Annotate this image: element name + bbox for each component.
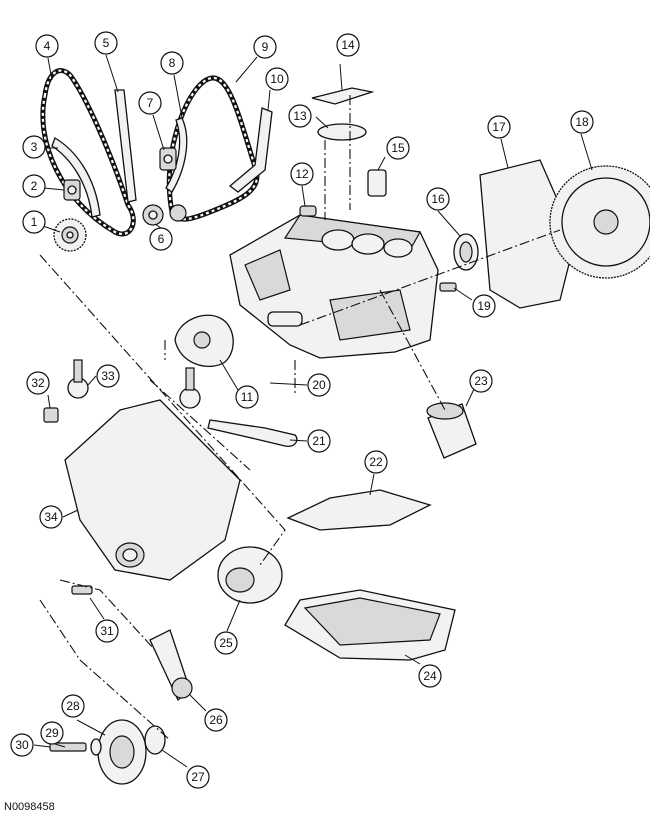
figure-id-label: N0098458: [4, 801, 55, 813]
svg-text:19: 19: [477, 299, 491, 313]
front-cover: [64, 399, 241, 581]
callout-17: 17: [487, 115, 511, 139]
svg-text:18: 18: [575, 115, 589, 129]
callout-32: 32: [26, 371, 50, 395]
svg-text:23: 23: [474, 374, 488, 388]
svg-text:2: 2: [31, 179, 38, 193]
callout-4: 4: [35, 34, 59, 58]
callout-18: 18: [570, 110, 594, 134]
svg-text:27: 27: [191, 770, 205, 784]
svg-text:17: 17: [492, 120, 506, 134]
callout-3: 3: [22, 135, 46, 159]
callout-34: 34: [39, 505, 63, 529]
svg-text:12: 12: [295, 167, 309, 181]
callout-7: 7: [138, 91, 162, 115]
svg-text:14: 14: [341, 38, 355, 52]
svg-text:22: 22: [369, 455, 383, 469]
cylinder-block: [174, 214, 439, 367]
callout-20: 20: [307, 373, 331, 397]
svg-text:8: 8: [169, 56, 176, 70]
svg-text:4: 4: [44, 39, 51, 53]
svg-text:13: 13: [293, 109, 307, 123]
svg-text:21: 21: [312, 434, 326, 448]
alternator: [217, 546, 283, 604]
callout-8: 8: [160, 51, 184, 75]
callout-28: 28: [61, 694, 85, 718]
svg-text:34: 34: [44, 510, 58, 524]
svg-text:30: 30: [15, 738, 29, 752]
callout-2: 2: [22, 174, 46, 198]
callout-24: 24: [418, 664, 442, 688]
svg-text:15: 15: [391, 141, 405, 155]
svg-text:26: 26: [209, 713, 223, 727]
callout-10: 10: [265, 67, 289, 91]
callout-21: 21: [307, 429, 331, 453]
callout-30: 30: [10, 733, 34, 757]
svg-text:28: 28: [66, 699, 80, 713]
callout-12: 12: [290, 162, 314, 186]
flywheel: [549, 165, 650, 279]
svg-text:10: 10: [270, 72, 284, 86]
svg-text:20: 20: [312, 378, 326, 392]
callout-9: 9: [253, 35, 277, 59]
callout-33: 33: [96, 364, 120, 388]
callout-16: 16: [426, 187, 450, 211]
callout-29: 29: [40, 721, 64, 745]
svg-text:7: 7: [147, 96, 154, 110]
svg-text:25: 25: [219, 636, 233, 650]
svg-text:16: 16: [431, 192, 445, 206]
engine-rear-plate: [479, 159, 576, 309]
timing-components: [40, 68, 273, 252]
callout-22: 22: [364, 450, 388, 474]
callout-27: 27: [186, 765, 210, 789]
crankshaft-pulley: [49, 719, 166, 785]
callout-14: 14: [336, 33, 360, 57]
svg-text:31: 31: [100, 624, 114, 638]
callout-31: 31: [95, 619, 119, 643]
svg-text:3: 3: [31, 140, 38, 154]
svg-text:33: 33: [101, 369, 115, 383]
callout-25: 25: [214, 631, 238, 655]
callout-23: 23: [469, 369, 493, 393]
svg-text:9: 9: [262, 40, 269, 54]
svg-text:11: 11: [241, 390, 254, 404]
svg-text:1: 1: [31, 215, 38, 229]
oil-pan: [284, 589, 456, 661]
svg-text:5: 5: [103, 36, 110, 50]
callout-11: 11: [235, 385, 259, 409]
svg-text:6: 6: [158, 232, 165, 246]
oil-filter: [426, 402, 477, 459]
svg-text:29: 29: [45, 726, 59, 740]
callout-13: 13: [288, 104, 312, 128]
callout-5: 5: [94, 31, 118, 55]
svg-text:24: 24: [423, 669, 437, 683]
callout-26: 26: [204, 708, 228, 732]
callout-19: 19: [472, 294, 496, 318]
callout-1: 1: [22, 210, 46, 234]
callout-15: 15: [386, 136, 410, 160]
callout-6: 6: [149, 227, 173, 251]
svg-text:32: 32: [31, 376, 45, 390]
